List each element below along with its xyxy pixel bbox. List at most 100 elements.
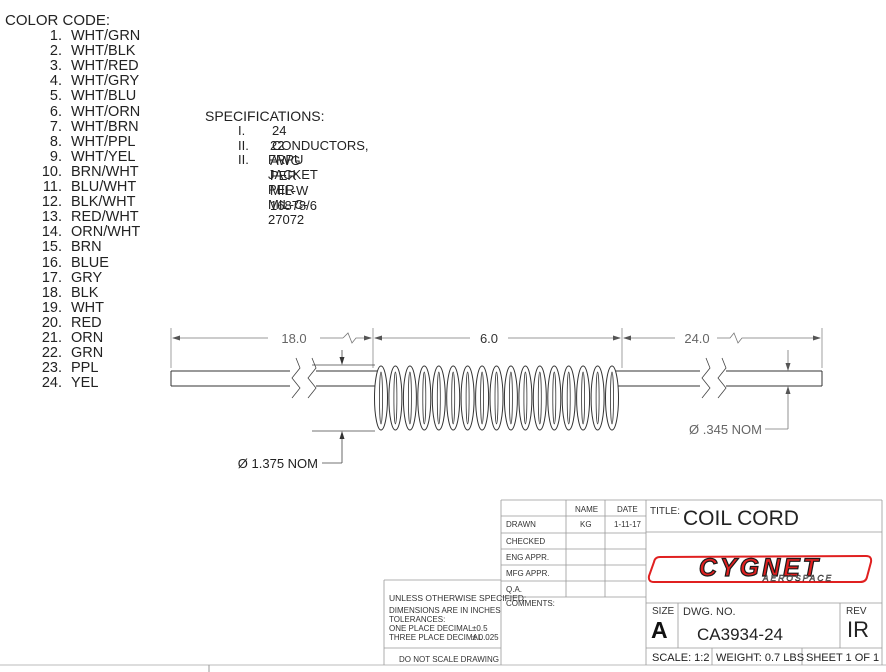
cygnet-logo: CYGNET AEROSPACE (647, 553, 873, 583)
specification-number: I. (238, 123, 246, 138)
dimensions-note: DIMENSIONS ARE IN INCHES (389, 606, 501, 615)
color-code-value: BLUE (71, 254, 109, 271)
approval-row-label: Q.A. (506, 585, 523, 594)
coil-loop (503, 365, 518, 431)
coil-loop (475, 365, 490, 431)
coil-diameter-label: Ø 1.375 NOM (238, 456, 318, 471)
coil-loop (547, 365, 562, 431)
color-code-number: 3. (49, 58, 62, 75)
color-code-number: 12. (41, 194, 62, 211)
color-code-value: BRN (71, 239, 102, 256)
color-code-value: WHT (71, 299, 105, 316)
size-label: SIZE (652, 606, 675, 617)
sheet-text: SHEET 1 OF 1 (806, 652, 880, 664)
coil-loop (374, 365, 388, 431)
color-code-number: 13. (41, 209, 62, 226)
color-code-value: GRN (71, 345, 104, 362)
coil-loop-inner (393, 371, 398, 425)
coil-loop-inner (436, 371, 441, 425)
coil-loop-inner (552, 371, 557, 425)
three-place-tolerance: ± 0.025 (472, 633, 499, 642)
color-code-value: WHT/YEL (71, 148, 136, 165)
coil-loop-inner (566, 371, 571, 425)
color-code-number: 23. (41, 360, 62, 377)
specification-number: II. (238, 137, 249, 153)
tolerances-label: TOLERANCES: (389, 615, 446, 624)
color-code-number: 22. (41, 345, 62, 362)
color-code-number: 7. (49, 118, 62, 135)
logo-main-text: CYGNET (699, 554, 821, 582)
coil-loop (489, 365, 504, 431)
coil-loop (402, 365, 417, 431)
coil-loop (518, 365, 533, 431)
color-code-value: WHT/ORN (71, 103, 141, 120)
color-code-value: WHT/BLU (71, 88, 137, 105)
color-code-number: 5. (49, 88, 62, 105)
one-place-tolerance: ±0.5 (472, 624, 488, 633)
unless-specified: UNLESS OTHERWISE SPECIFIED: (389, 593, 527, 603)
color-code-value: WHT/BLK (71, 43, 136, 60)
size-value: A (651, 617, 668, 643)
color-code-number: 20. (41, 314, 62, 331)
col-name-header: NAME (575, 505, 599, 514)
coil-loop-inner (407, 371, 412, 425)
specification-number: II. (238, 152, 249, 167)
color-code-number: 10. (41, 163, 62, 180)
specifications-title: SPECIFICATIONS: (205, 108, 325, 124)
color-code-number: 6. (49, 103, 62, 120)
title-label: TITLE: (650, 506, 681, 517)
drawing-title: COIL CORD (683, 507, 799, 530)
color-code-value: GRY (71, 269, 103, 286)
title-block-grid (383, 499, 883, 665)
rev-value: IR (847, 617, 869, 642)
do-not-scale: DO NOT SCALE DRAWING (399, 655, 500, 664)
coil-loop (431, 365, 446, 431)
coil-loop-inner (465, 371, 470, 425)
specification-text: FRPU JACKET PER MIL-C-27072 (268, 152, 318, 227)
color-code-value: ORN (71, 330, 104, 346)
dwg-no-value: CA3934-24 (697, 625, 784, 644)
color-code-value: ORN/WHT (71, 224, 141, 241)
color-code-number: 24. (41, 375, 62, 392)
approval-row-date: 1-11-17 (614, 520, 641, 529)
approval-row-label: DRAWN (506, 520, 536, 529)
coil-loop (576, 365, 591, 431)
coil-section (374, 365, 619, 431)
one-place-decimal: ONE PLACE DECIMAL (389, 624, 473, 633)
approval-row-label: ENG APPR. (506, 553, 550, 562)
coil-loop-inner (480, 371, 485, 425)
approval-row-label: MFG APPR. (506, 569, 550, 578)
color-code-value: BLK/WHT (71, 194, 136, 211)
color-code-number: 18. (41, 284, 62, 301)
coil-loop (460, 365, 475, 431)
three-place-decimal: THREE PLACE DECIMAL (389, 633, 483, 642)
color-code-value: WHT/BRN (71, 118, 139, 135)
color-code-number: 4. (49, 73, 62, 90)
coil-loop (561, 365, 576, 431)
color-code-number: 17. (41, 269, 62, 286)
coil-loop (388, 365, 403, 431)
color-code-title: COLOR CODE: (5, 12, 111, 29)
color-code-value: BLU/WHT (71, 179, 137, 195)
dim-right-label: 24.0 (684, 331, 709, 346)
cable-diameter-label: Ø .345 NOM (689, 422, 762, 437)
color-code-number: 15. (41, 239, 62, 256)
color-code-number: 9. (49, 148, 62, 165)
coil-loop-inner (494, 371, 499, 425)
comments-label: COMMENTS: (506, 599, 555, 608)
approval-row-label: CHECKED (506, 537, 546, 546)
weight-text: WEIGHT: 0.7 LBS (716, 652, 805, 664)
color-code-number: 21. (41, 330, 62, 346)
coil-loop-inner (581, 371, 585, 425)
col-date-header: DATE (617, 505, 638, 514)
dimension-left (173, 332, 371, 344)
coil-loop-inner (508, 371, 513, 425)
dimension-right (624, 332, 820, 344)
color-code-value: WHT/RED (71, 58, 139, 75)
color-code-number: 8. (49, 133, 62, 150)
rev-label: REV (846, 606, 867, 617)
color-code-number: 11. (42, 179, 62, 195)
coil-loop (417, 365, 432, 431)
color-code-value: WHT/GRN (71, 28, 141, 44)
